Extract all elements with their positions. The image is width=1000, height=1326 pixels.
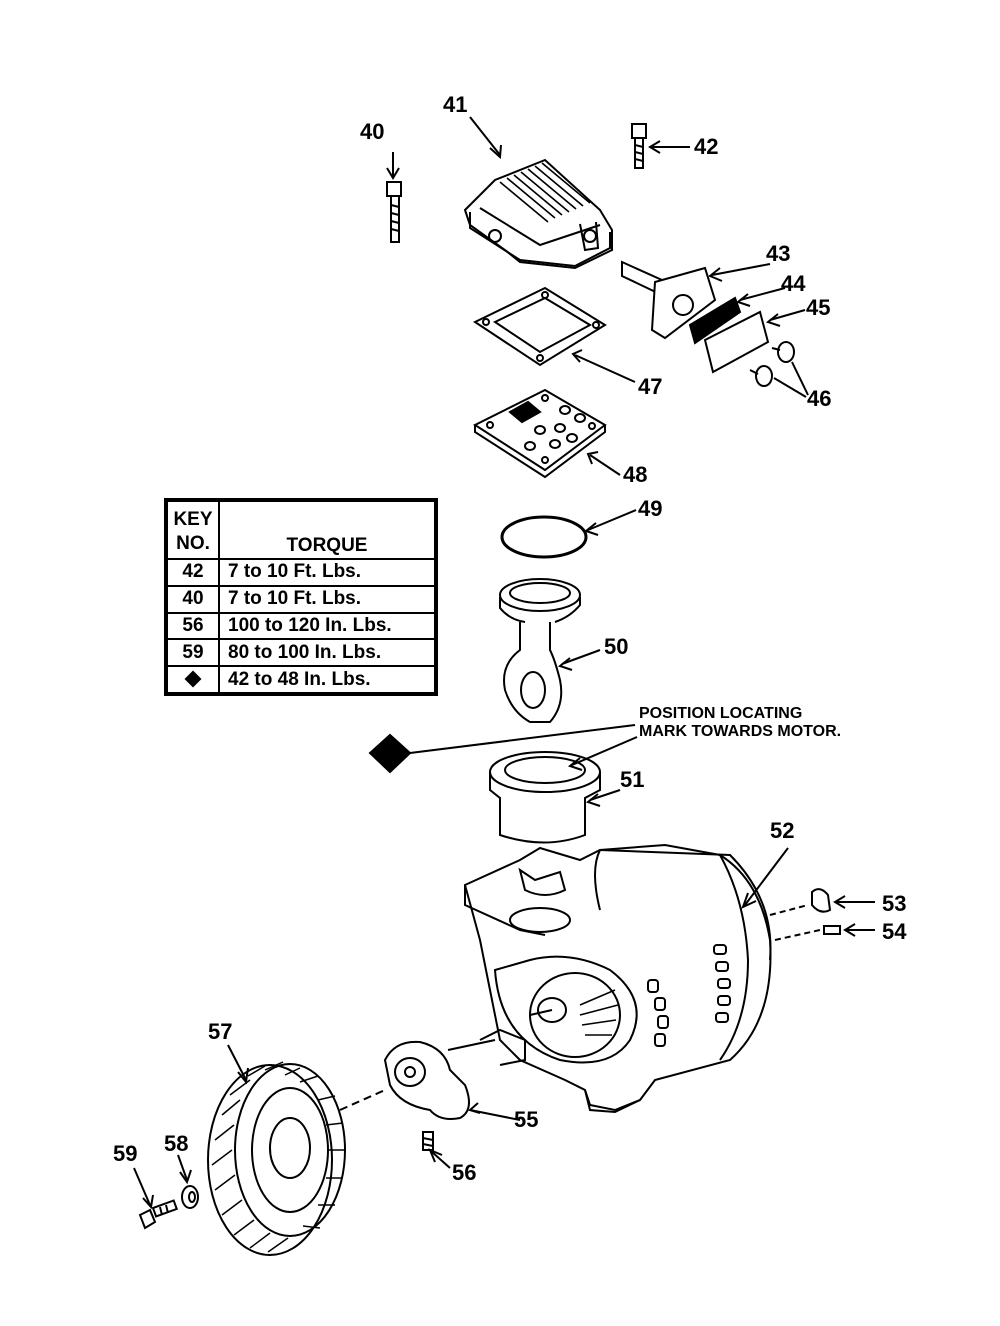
locating-mark-diamond	[368, 724, 636, 774]
diamond-icon	[184, 670, 202, 688]
part-47-gasket	[472, 286, 636, 383]
table-row: 59 80 to 100 In. Lbs.	[166, 638, 436, 668]
callout-45: 45	[806, 295, 831, 320]
part-57-fan-wheel	[207, 1044, 386, 1256]
part-52-motor-crankcase	[463, 843, 789, 1114]
locating-note-line1: POSITION LOCATING	[639, 705, 803, 722]
part-51-sleeve	[489, 736, 638, 844]
part-55-fan-hub	[383, 1039, 521, 1121]
header-key-no: KEY NO.	[166, 500, 220, 560]
part-49-ring	[500, 509, 637, 559]
callout-49: 49	[638, 496, 663, 521]
callout-54: 54	[882, 919, 907, 944]
part-50-connecting-rod	[499, 578, 601, 723]
part-46-screws	[749, 341, 809, 398]
locating-note-line2: MARK TOWARDS MOTOR.	[639, 723, 842, 740]
part-54-screw	[774, 923, 875, 941]
table-row: 42 to 48 In. Lbs.	[166, 665, 436, 694]
header-torque: TORQUE	[218, 500, 436, 560]
callout-50: 50	[604, 634, 629, 659]
callout-44: 44	[781, 271, 806, 296]
callout-41: 41	[443, 92, 468, 117]
callout-40: 40	[360, 119, 385, 144]
callout-58: 58	[164, 1131, 189, 1156]
callout-42: 42	[694, 134, 719, 159]
callout-59: 59	[113, 1141, 138, 1166]
callout-57: 57	[208, 1019, 233, 1044]
part-42-bolt	[631, 123, 690, 169]
table-row: 40 7 to 10 Ft. Lbs.	[166, 584, 436, 614]
callout-48: 48	[623, 462, 648, 487]
part-44-filter	[688, 287, 786, 345]
callout-47: 47	[638, 374, 663, 399]
part-59-bolt	[133, 1167, 179, 1230]
part-45-cover	[703, 309, 806, 374]
part-48-valve-plate	[472, 388, 621, 479]
part-53-clip	[769, 888, 875, 916]
callout-43: 43	[766, 241, 791, 266]
callout-52: 52	[770, 818, 795, 843]
part-58-washer	[177, 1154, 199, 1209]
table-row: 56 100 to 120 In. Lbs.	[166, 611, 436, 641]
part-43-intake	[621, 260, 771, 340]
callout-46: 46	[807, 386, 832, 411]
part-40-bolt	[386, 152, 402, 243]
callout-53: 53	[882, 891, 907, 916]
part-56-screw	[422, 1131, 451, 1169]
part-41-cylinder-head	[463, 158, 613, 270]
callout-55: 55	[514, 1107, 539, 1132]
callout-51: 51	[620, 767, 645, 792]
table-row: 42 7 to 10 Ft. Lbs.	[166, 558, 436, 587]
torque-table: KEY NO. TORQUE 42 7 to 10 Ft. Lbs. 40 7 …	[164, 498, 438, 696]
callout-56: 56	[452, 1160, 477, 1185]
